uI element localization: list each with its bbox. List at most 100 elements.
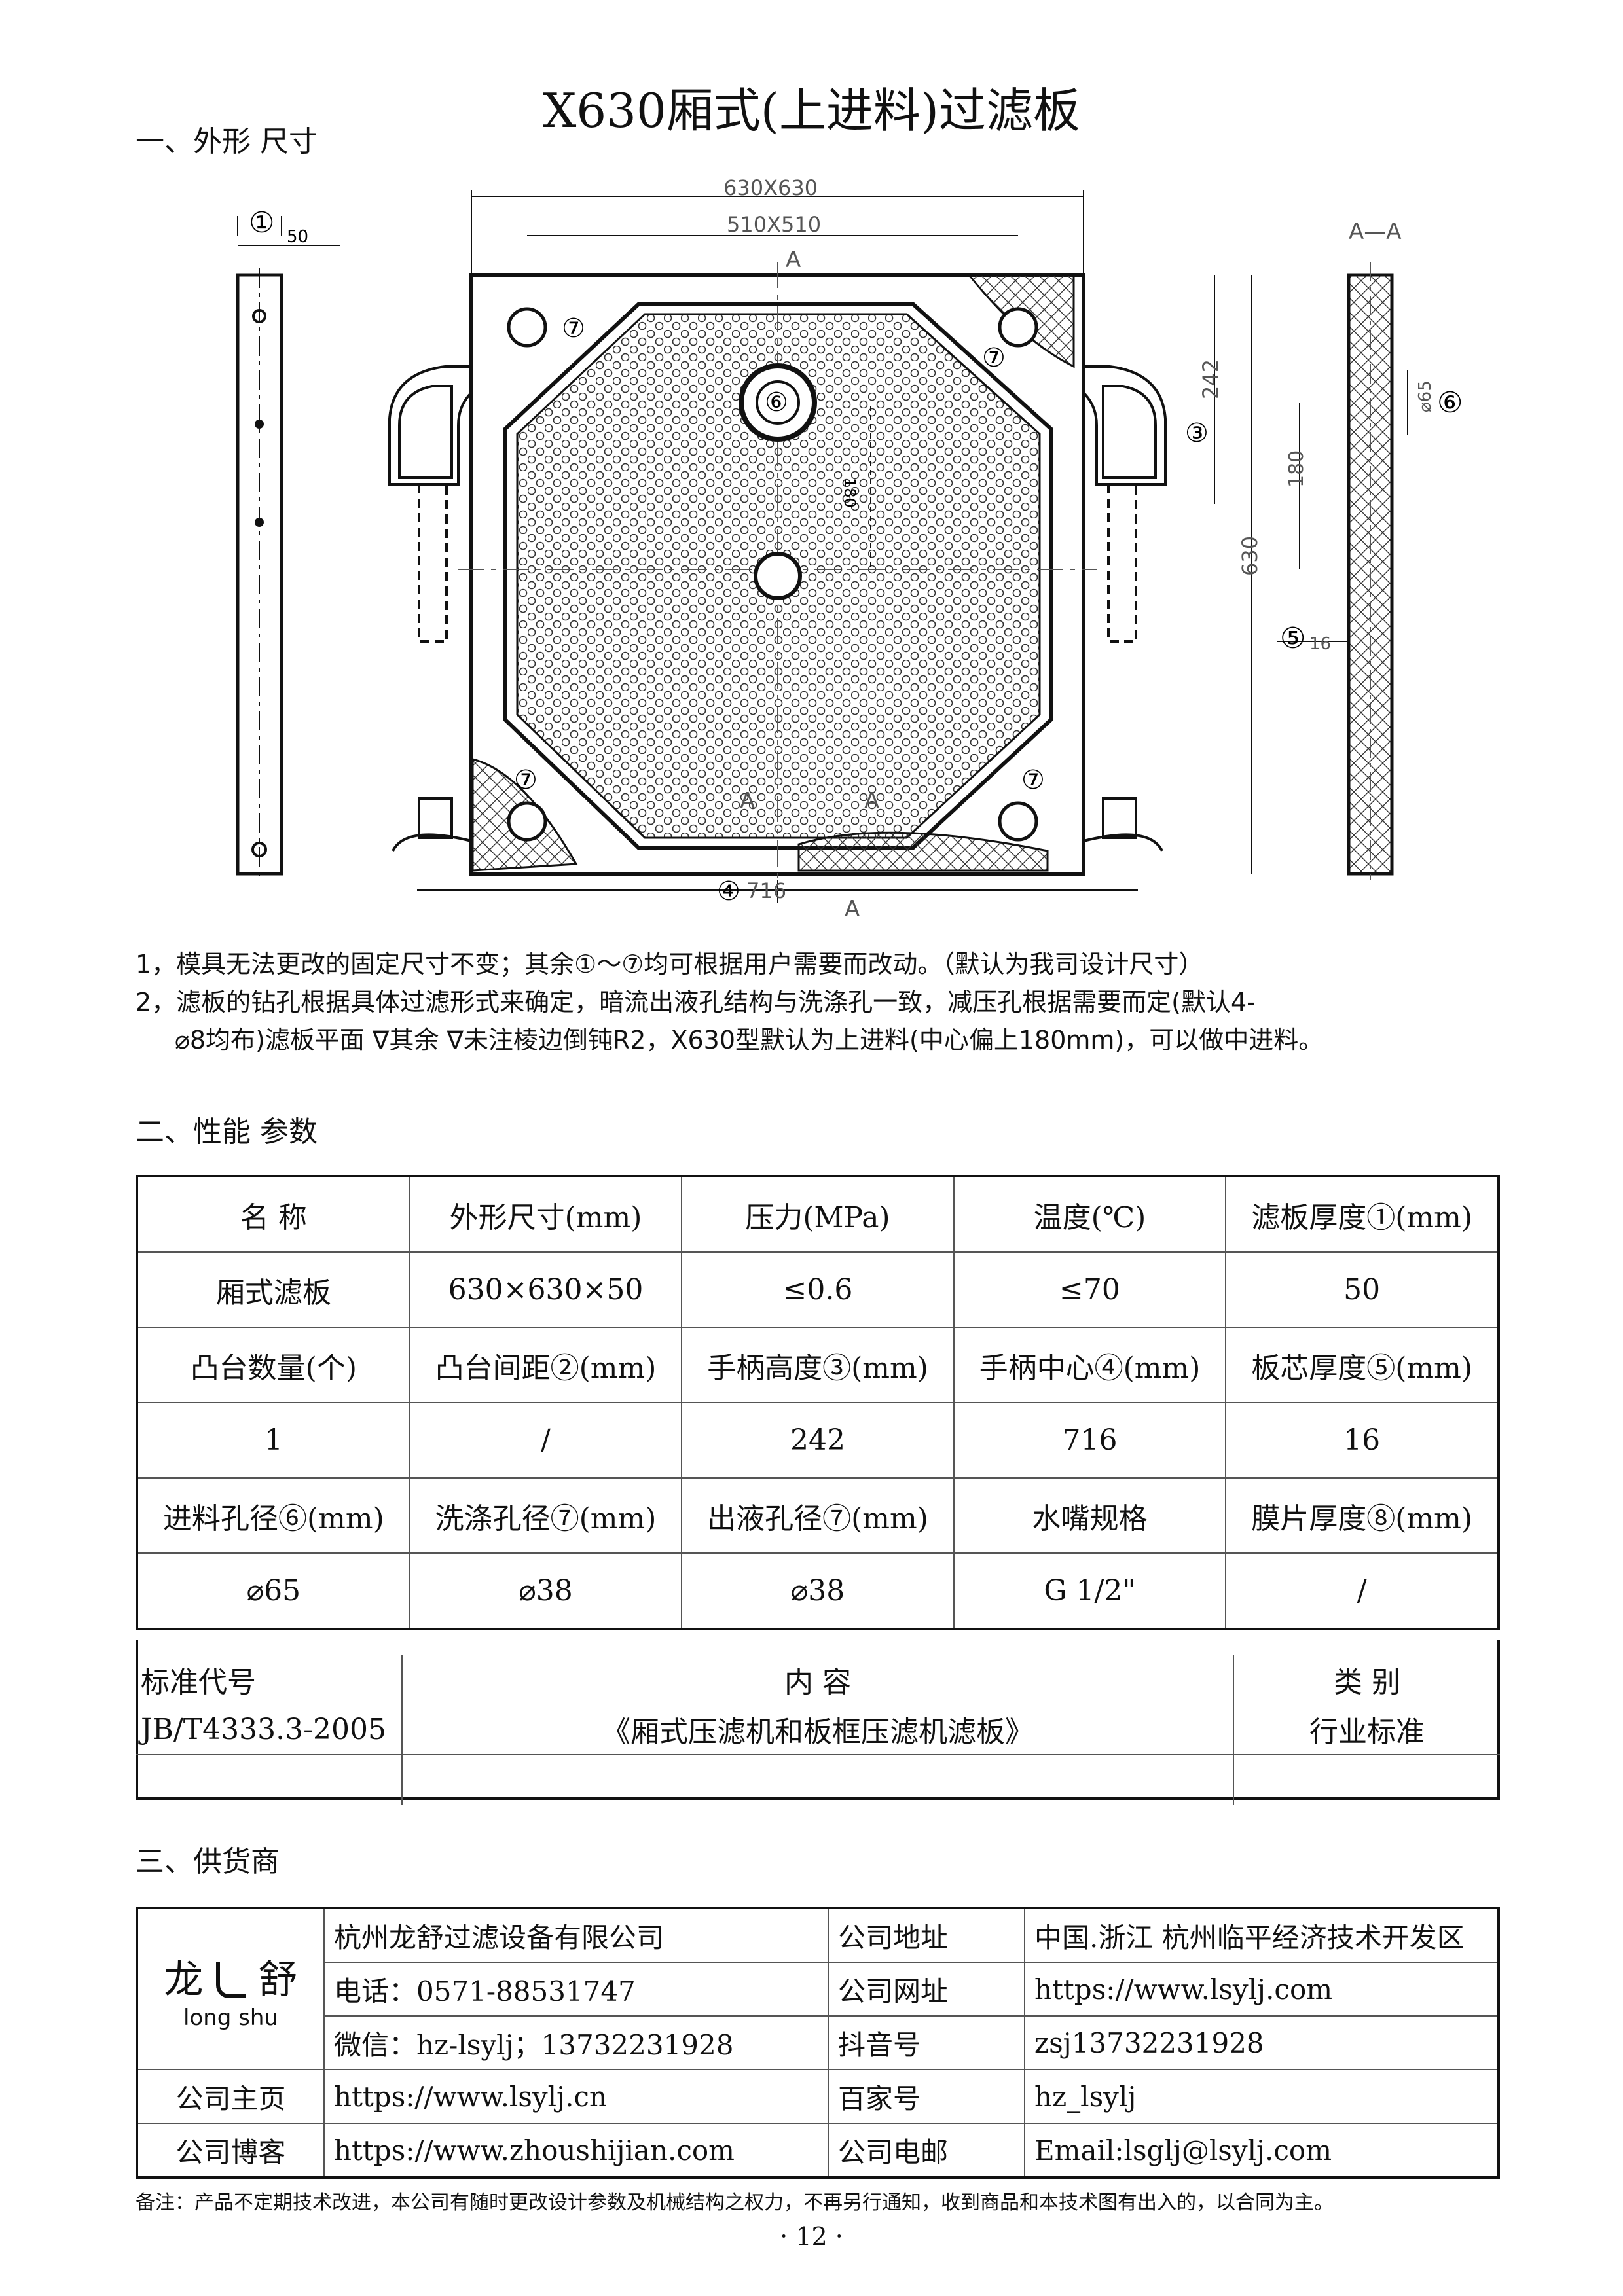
email-label: 公司电邮 bbox=[828, 2123, 1025, 2178]
small-a-right: A bbox=[864, 788, 879, 814]
circle-6: ⑥ bbox=[1437, 386, 1463, 420]
table-cell: 外形尺寸(mm) bbox=[409, 1175, 683, 1253]
table-cell: 16 bbox=[1225, 1402, 1499, 1479]
std-content: 《厢式压滤机和板框压滤机滤板》 bbox=[401, 1704, 1234, 1755]
blog-label: 公司博客 bbox=[136, 2123, 325, 2178]
table-row: 微信：hz-lsylj；13732231928 抖音号 zsj137322319… bbox=[137, 2015, 1499, 2070]
table-cell: 出液孔径⑦(mm) bbox=[681, 1477, 955, 1554]
table-cell: ⌀65 bbox=[136, 1552, 410, 1630]
table-cell: 630×630×50 bbox=[409, 1251, 683, 1328]
section-heading-dimensions: 一、外形 尺寸 bbox=[136, 125, 318, 158]
std-code: JB/T4333.3-2005 bbox=[141, 1712, 386, 1746]
table-cell: 滤板厚度①(mm) bbox=[1225, 1175, 1499, 1253]
table-cell: 名 称 bbox=[136, 1175, 410, 1253]
dim-180-side: 180 bbox=[1285, 450, 1308, 488]
left-handle bbox=[388, 365, 473, 852]
address-value: 中国.浙江 杭州临平经济技术开发区 bbox=[1024, 1907, 1499, 1963]
website-label: 公司网址 bbox=[828, 1962, 1025, 2017]
table-cell: 压力(MPa) bbox=[681, 1175, 955, 1253]
technical-drawing: 50 ① 630X630 510X510 A ⑥ 180 ⑦ bbox=[236, 175, 1463, 916]
front-view: 630X630 510X510 A ⑥ 180 ⑦ ⑦ ⑦ ⑦ A A bbox=[388, 175, 1262, 916]
section-heading-supplier: 三、供货商 bbox=[136, 1845, 280, 1878]
table-row: 凸台数量(个) 凸台间距②(mm) 手柄高度③(mm) 手柄中心④(mm) 板芯… bbox=[136, 1327, 1499, 1403]
section-mark-a-bottom: A bbox=[845, 896, 860, 916]
std-header-content: 内 容 bbox=[401, 1655, 1234, 1704]
circle-7-tl: ⑦ bbox=[562, 314, 585, 344]
table-cell: G 1/2" bbox=[953, 1552, 1227, 1630]
table-cell: 温度(℃) bbox=[953, 1175, 1227, 1253]
table-cell: 洗涤孔径⑦(mm) bbox=[409, 1477, 683, 1554]
logo-char-2: 舒 bbox=[258, 1956, 298, 2003]
douyin-label: 抖音号 bbox=[828, 2015, 1025, 2070]
circle-7-br: ⑦ bbox=[1021, 765, 1045, 795]
blog-link[interactable]: https://www.zhoushijian.com bbox=[323, 2123, 829, 2178]
dim-outer: 630X630 bbox=[723, 175, 818, 200]
table-cell: ⌀38 bbox=[409, 1552, 683, 1630]
table-row: 龙 舒 long shu 杭州龙舒过滤设备有限公司 公司地址 中国.浙江 杭州临… bbox=[136, 1907, 1499, 2070]
table-cell: / bbox=[1225, 1552, 1499, 1630]
page-title: X630厢式(上进料)过滤板 bbox=[543, 83, 1080, 138]
table-cell: ⌀38 bbox=[681, 1552, 955, 1630]
table-cell: ≤70 bbox=[953, 1251, 1227, 1328]
logo-mark-icon bbox=[215, 1961, 246, 1998]
table-row: 1 / 242 716 16 bbox=[136, 1402, 1499, 1479]
dim-630: 630 bbox=[1237, 536, 1262, 576]
note-1: 1，模具无法更改的固定尺寸不变；其余①～⑦均可根据用户需要而改动。（默认为我司设… bbox=[136, 950, 1204, 978]
table-row: 公司博客 https://www.zhoushijian.com 公司电邮 Em… bbox=[136, 2123, 1499, 2178]
table-cell: 50 bbox=[1225, 1251, 1499, 1328]
table-row: 进料孔径⑥(mm) 洗涤孔径⑦(mm) 出液孔径⑦(mm) 水嘴规格 膜片厚度⑧… bbox=[136, 1477, 1499, 1554]
std-header-category: 类 别 bbox=[1334, 1666, 1400, 1699]
homepage-label: 公司主页 bbox=[136, 2069, 325, 2124]
logo-subtitle: long shu bbox=[183, 2004, 278, 2031]
dim-242: 242 bbox=[1198, 359, 1223, 399]
side-view: 50 ① bbox=[236, 206, 340, 880]
circle-3: ③ bbox=[1185, 418, 1209, 448]
logo-char-1: 龙 bbox=[164, 1956, 204, 2003]
douyin-value: zsj13732231928 bbox=[1024, 2015, 1499, 2070]
table-cell: 716 bbox=[953, 1402, 1227, 1479]
section-heading-performance: 二、性能 参数 bbox=[136, 1115, 318, 1149]
std-category: 行业标准 bbox=[1309, 1715, 1425, 1749]
table-cell: 膜片厚度⑧(mm) bbox=[1225, 1477, 1499, 1554]
table-cell: ≤0.6 bbox=[681, 1251, 955, 1328]
table-cell: 手柄中心④(mm) bbox=[953, 1327, 1227, 1403]
right-handle bbox=[1082, 365, 1167, 852]
note-2: 2，滤板的钻孔根据具体过滤形式来确定，暗流出液孔结构与洗涤孔一致，减压孔根据需要… bbox=[136, 988, 1256, 1016]
baijia-value: hz_lsylj bbox=[1024, 2069, 1499, 2124]
circle-1: ① bbox=[249, 206, 274, 240]
address-label: 公司地址 bbox=[828, 1907, 1025, 1963]
dim-16: 16 bbox=[1309, 634, 1331, 654]
company-logo: 龙 舒 long shu bbox=[136, 1907, 325, 2070]
phone: 电话：0571-88531747 bbox=[323, 1962, 829, 2017]
email-link[interactable]: Email:lsglj@lsylj.com bbox=[1024, 2123, 1499, 2178]
table-row: ⌀65 ⌀38 ⌀38 G 1/2" / bbox=[136, 1552, 1499, 1630]
dim-inner: 510X510 bbox=[727, 212, 821, 237]
table-row: 公司主页 https://www.lsylj.cn 百家号 hz_lsylj bbox=[136, 2069, 1499, 2124]
circle-5: ⑤ bbox=[1280, 622, 1305, 655]
table-cell: 手柄高度③(mm) bbox=[681, 1327, 955, 1403]
table-row: 厢式滤板 630×630×50 ≤0.6 ≤70 50 bbox=[136, 1251, 1499, 1328]
dim-phi65: ⌀65 bbox=[1415, 380, 1435, 412]
wechat: 微信：hz-lsylj；13732231928 bbox=[323, 2015, 829, 2070]
table-row: JB/T4333.3-2005 《厢式压滤机和板框压滤机滤板》 行业标准 bbox=[136, 1704, 1500, 1755]
table-row: 名 称 外形尺寸(mm) 压力(MPa) 温度(℃) 滤板厚度①(mm) bbox=[136, 1175, 1499, 1253]
table-row: 电话：0571-88531747 公司网址 https://www.lsylj.… bbox=[137, 1962, 1499, 2017]
dim-180-center: 180 bbox=[841, 478, 859, 508]
table-row: 标准代号 内 容 类 别 bbox=[136, 1655, 1500, 1704]
table-cell: 242 bbox=[681, 1402, 955, 1479]
company-name: 杭州龙舒过滤设备有限公司 bbox=[323, 1907, 829, 1963]
website-link[interactable]: https://www.lsylj.com bbox=[1024, 1962, 1499, 2017]
circle-6-hole: ⑥ bbox=[765, 387, 788, 418]
baijia-label: 百家号 bbox=[828, 2069, 1025, 2124]
footer-note: 备注：产品不定期技术改进，本公司有随时更改设计参数及机械结构之权力，不再另行通知… bbox=[136, 2191, 1334, 2214]
homepage-link[interactable]: https://www.lsylj.cn bbox=[323, 2069, 829, 2124]
table-cell: 厢式滤板 bbox=[136, 1251, 410, 1328]
dim-716: 716 bbox=[746, 878, 786, 903]
table-cell: / bbox=[409, 1402, 683, 1479]
table-cell: 水嘴规格 bbox=[953, 1477, 1227, 1554]
table-cell: 凸台间距②(mm) bbox=[409, 1327, 683, 1403]
dim-thickness: 50 bbox=[287, 227, 308, 247]
circle-7-tr: ⑦ bbox=[982, 343, 1006, 373]
circle-7-bl: ⑦ bbox=[514, 765, 538, 795]
std-header-code: 标准代号 bbox=[141, 1666, 256, 1699]
